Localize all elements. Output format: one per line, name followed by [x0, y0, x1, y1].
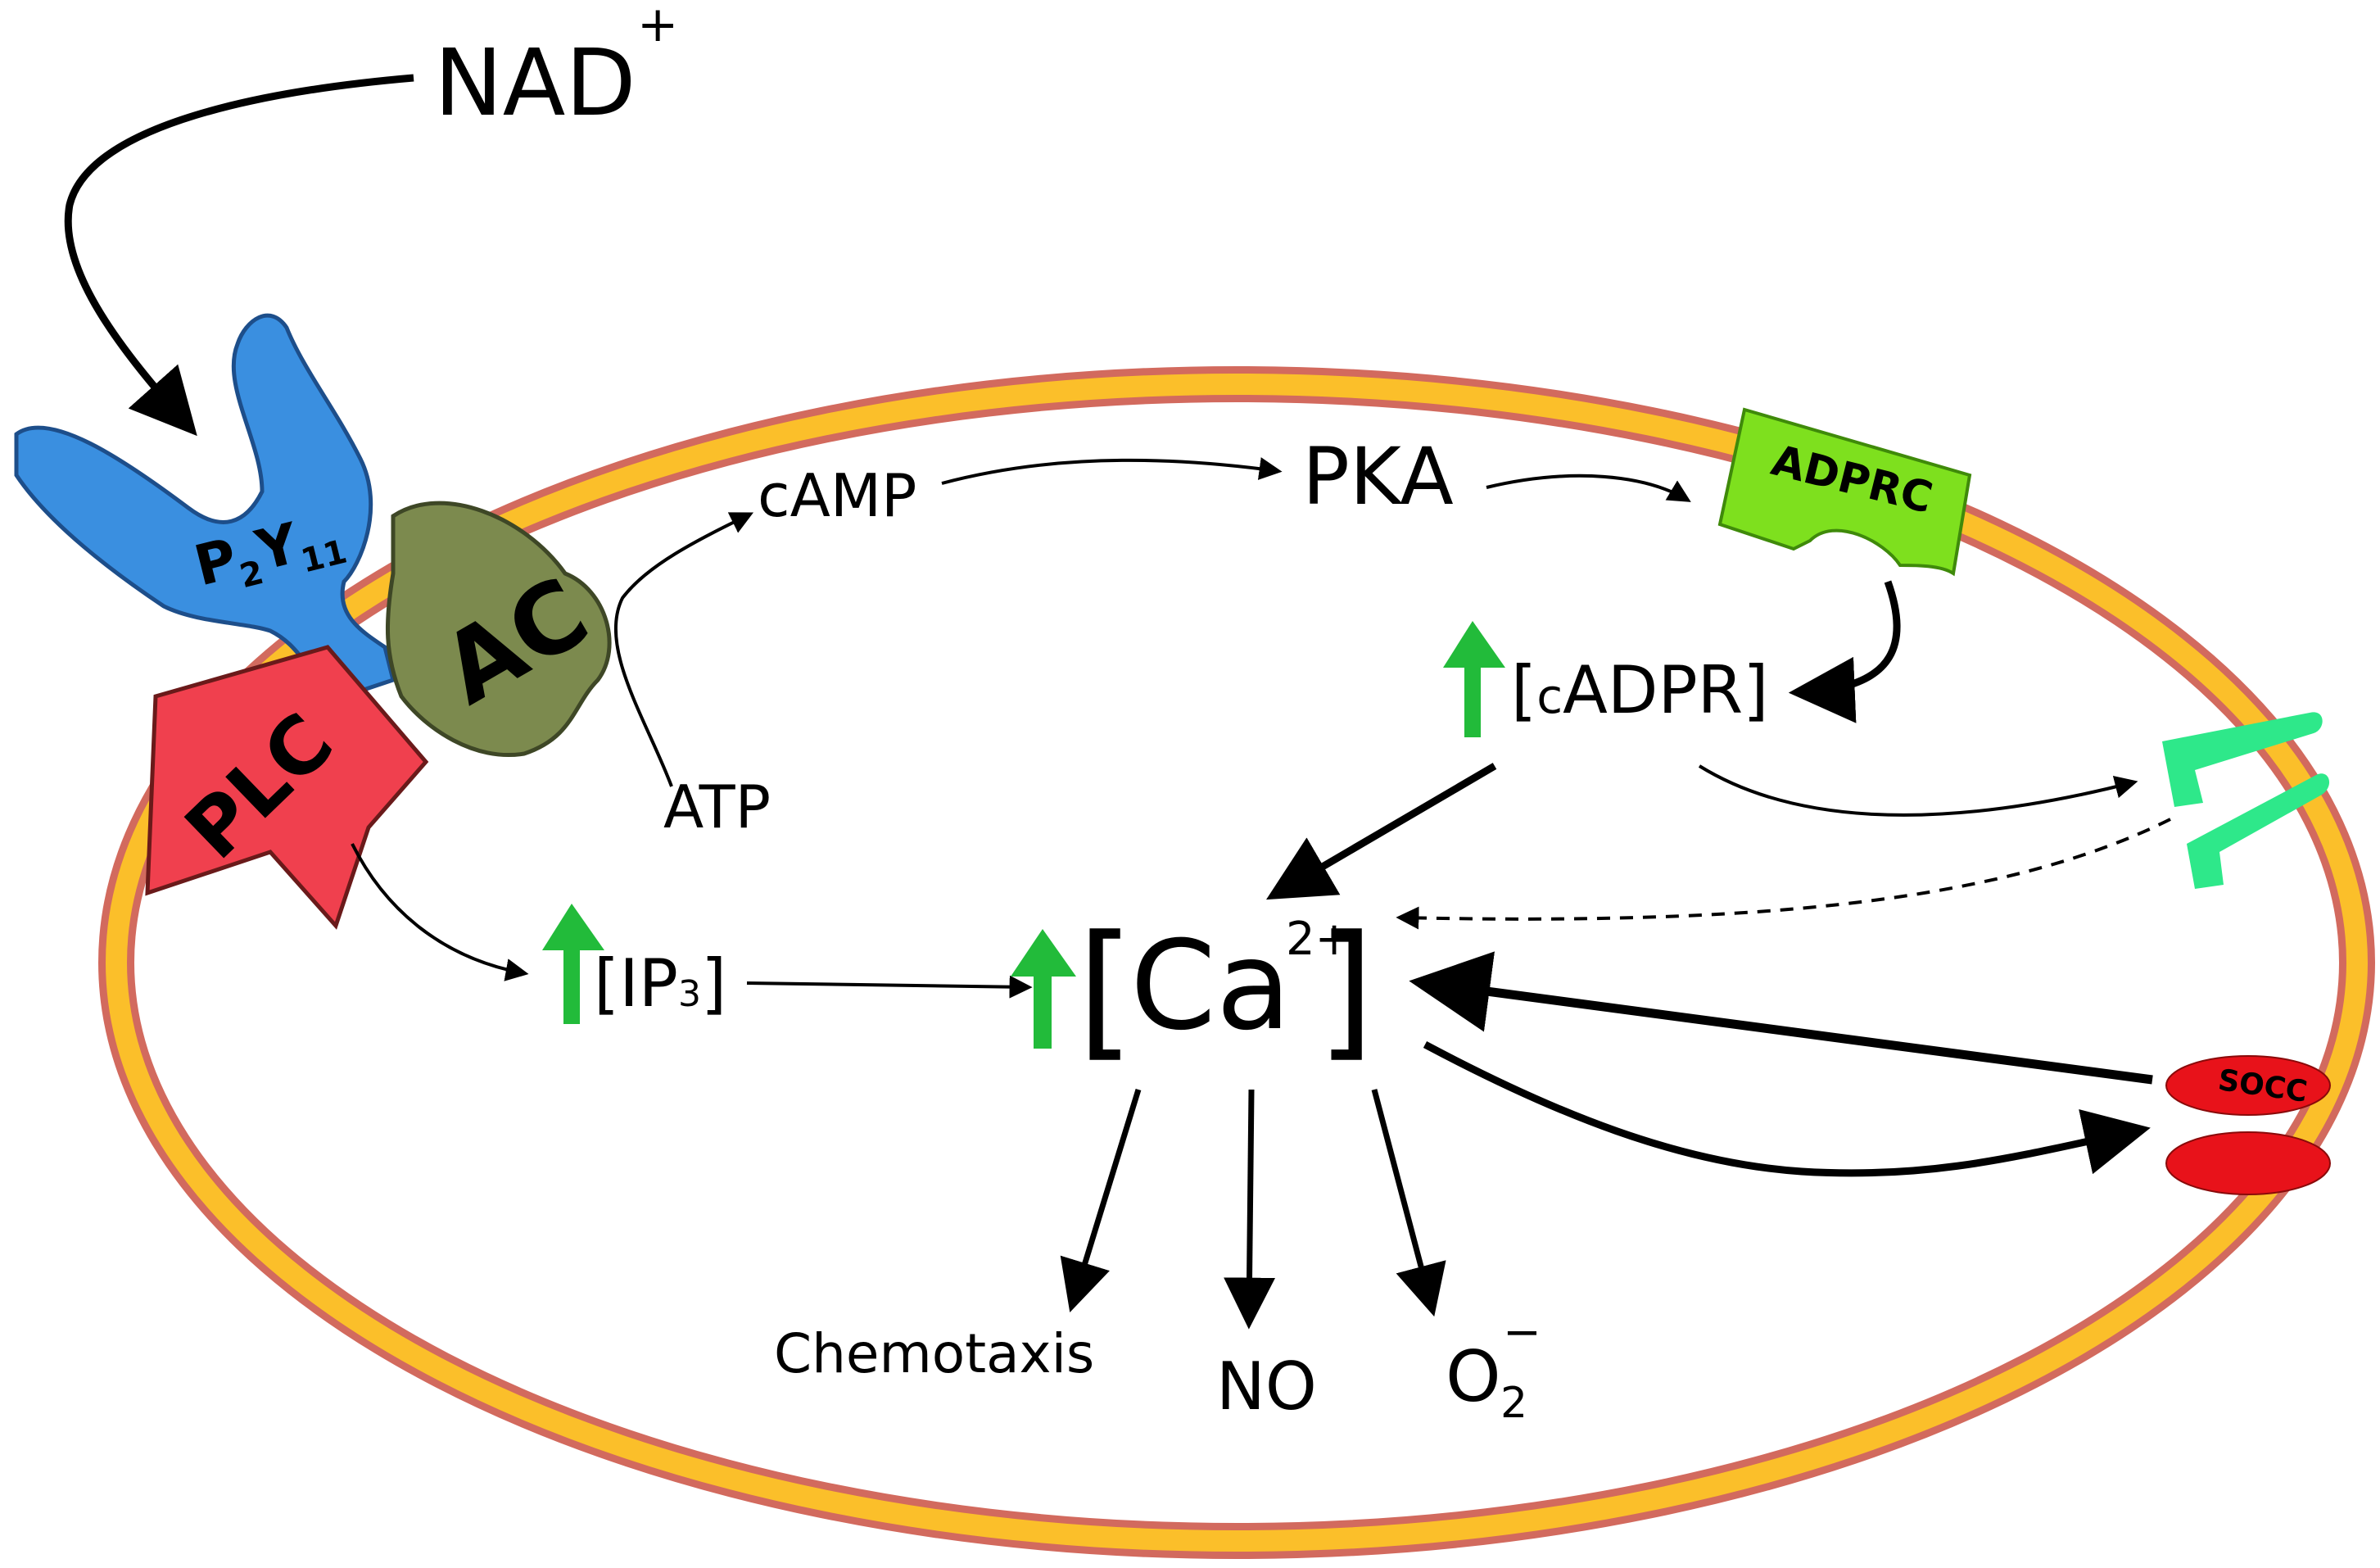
o2-sub-label: 2 [1500, 1379, 1527, 1428]
cadpr-to-channel-arrow [1698, 764, 2138, 817]
nad-label: NAD [434, 30, 636, 137]
cadpr-increase-arrow [1443, 621, 1505, 737]
nad-superscript: + [637, 0, 678, 53]
camp-to-pka-arrow [941, 457, 1283, 485]
ip3-increase-arrow [542, 904, 604, 1024]
calcium-ca-label: Ca [1130, 915, 1292, 1058]
adprc-to-cadpr-arrow [1788, 580, 1901, 723]
pka-label: PKA [1302, 431, 1454, 523]
ip3-to-ca-arrow [746, 975, 1033, 999]
o2-label: O [1446, 1336, 1501, 1418]
ca-increase-arrow [1011, 929, 1076, 1049]
p2y11-receptor: P2Y11 [14, 313, 396, 699]
plc-to-ip3-arrow [351, 843, 529, 981]
camp-label: cAMP [758, 461, 916, 530]
atp-to-camp-arrow [613, 512, 754, 787]
nad-arrow [64, 74, 414, 437]
ca-to-chemotaxis-arrow [1060, 1088, 1142, 1313]
socc-channel: SOCC [2165, 1055, 2331, 1195]
o2-sup-label: − [1503, 1306, 1541, 1359]
calcium-channel [2162, 712, 2330, 889]
cell-membrane [98, 366, 2375, 1559]
ca-to-no-arrow [1224, 1089, 1276, 1330]
ip3-label: [IP3] [594, 945, 726, 1022]
socc-to-ca-arrow [1409, 951, 2153, 1085]
channel-to-ca-dashed-arrow [1396, 818, 2171, 930]
chemotaxis-label: Chemotaxis [774, 1322, 1094, 1385]
cadpr-to-ca-arrow [1266, 763, 1497, 900]
ca-to-socc-arrow [1423, 1041, 2151, 1177]
no-label: NO [1216, 1348, 1317, 1425]
cadpr-label: [cADPR] [1511, 652, 1768, 728]
phospholipase-c: PLC [145, 645, 429, 930]
adprc-enzyme: ADPRC [1717, 407, 1972, 577]
calcium-label: [ [1077, 904, 1134, 1076]
ca-to-o2-arrow [1371, 1089, 1446, 1317]
pka-to-adprc-arrow [1486, 474, 1691, 502]
calcium-sup-label: 2+ [1286, 913, 1354, 966]
calcium-close-label: ] [1317, 904, 1374, 1076]
atp-label: ATP [663, 773, 771, 841]
adenylyl-cyclase: AC [385, 501, 612, 757]
